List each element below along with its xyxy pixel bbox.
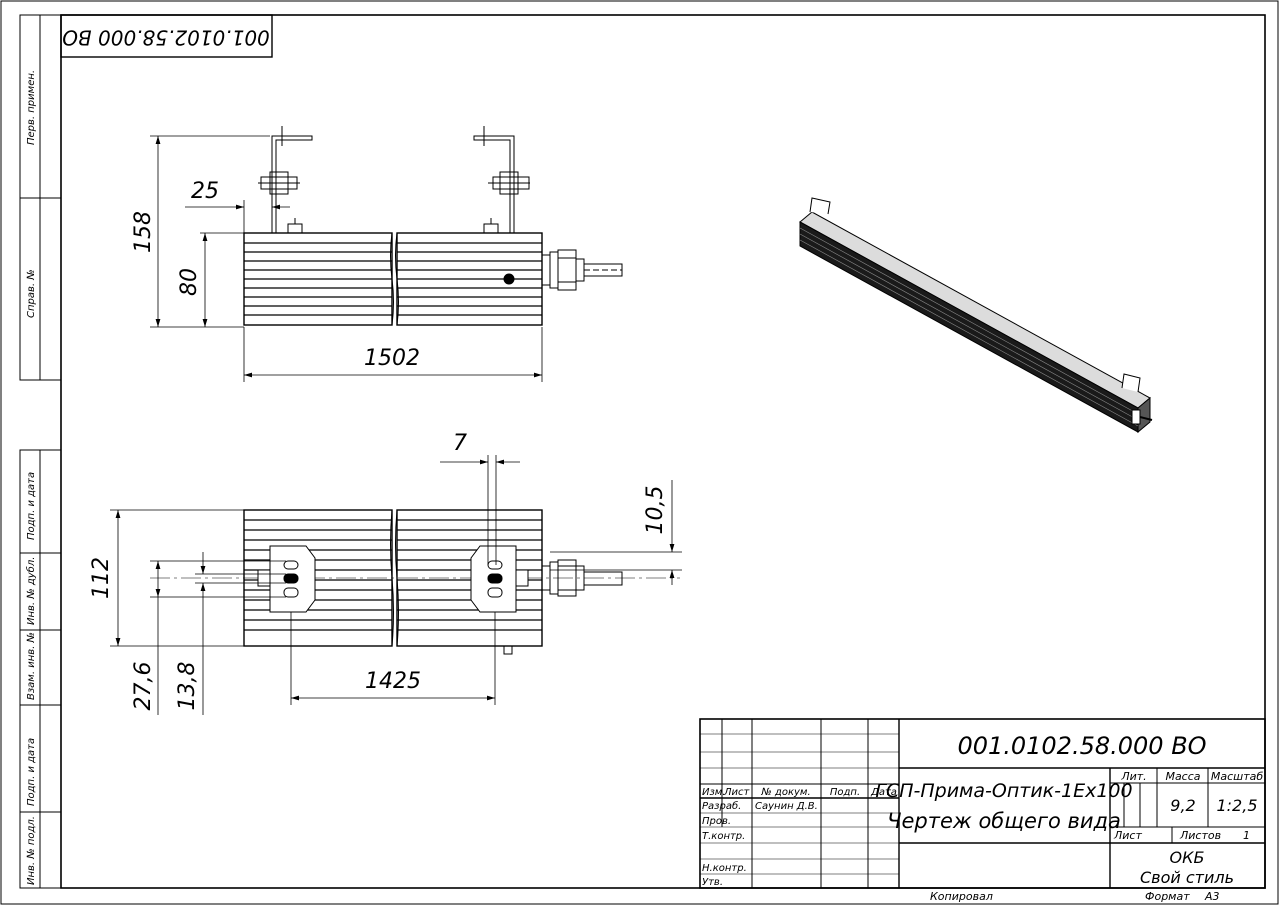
- bottom-view: [150, 509, 680, 655]
- dim-25: 25: [191, 179, 219, 204]
- role-utv: Утв.: [702, 877, 723, 888]
- lit-label: Лит.: [1120, 770, 1146, 783]
- side-strip: [19, 14, 62, 889]
- developer-name: Саунин Д.В.: [755, 801, 818, 812]
- hdr-list: Лист: [723, 787, 751, 798]
- dim-10-5: 10,5: [643, 486, 668, 535]
- title-name-line1: ГСП-Прима-Оптик-1Ex100: [875, 780, 1132, 802]
- inv-no-dubl-label: Инв. № дубл.: [25, 557, 37, 625]
- massa-label: Масса: [1165, 770, 1200, 783]
- title-name-line2: Чертеж общего вида: [887, 809, 1121, 833]
- hdr-n-dokum: № докум.: [760, 787, 810, 798]
- hdr-podp: Подп.: [830, 787, 860, 798]
- format-value: А3: [1204, 890, 1220, 903]
- org-line1: ОКБ: [1170, 848, 1205, 867]
- top-view: [243, 126, 623, 326]
- isometric-view: [799, 197, 1153, 434]
- perv-primen-label: Перв. примен.: [26, 70, 37, 145]
- massa-value: 9,2: [1170, 796, 1195, 815]
- bottom-view-dimensions: [110, 455, 682, 715]
- masshtab-label: Масштаб: [1211, 770, 1263, 783]
- role-prov: Пров.: [702, 816, 731, 827]
- dim-27-6: 27,6: [131, 662, 156, 711]
- dim-7: 7: [453, 431, 467, 456]
- hdr-data: Дата: [870, 787, 897, 798]
- dim-13-8: 13,8: [175, 662, 200, 711]
- dim-80: 80: [177, 268, 202, 296]
- title-designation: 001.0102.58.000 ВО: [957, 732, 1206, 760]
- dim-158: 158: [131, 211, 156, 253]
- podp-data-label-1: Подп. и дата: [26, 472, 37, 540]
- inv-no-podl-label: Инв. № подл.: [26, 816, 37, 885]
- sprav-no-label: Справ. №: [26, 269, 37, 318]
- role-t-kontr: Т.контр.: [702, 831, 745, 842]
- masshtab-value: 1:2,5: [1216, 796, 1257, 815]
- dim-112: 112: [89, 557, 114, 599]
- role-razrab: Разраб.: [702, 800, 741, 812]
- list-label: Лист: [1113, 829, 1142, 842]
- rotated-code-stamp: 001.0102.58.000 ВО: [60, 14, 273, 58]
- vzam-inv-no-label: Взам. инв. №: [26, 632, 37, 700]
- role-n-kontr: Н.контр.: [702, 863, 747, 874]
- dim-1425: 1425: [365, 669, 421, 694]
- title-block: [699, 718, 1266, 889]
- rotated-code-text: 001.0102.58.000 ВО: [62, 26, 270, 50]
- org-line2: Свой стиль: [1140, 868, 1234, 887]
- dim-1502: 1502: [364, 346, 420, 371]
- listov-value: 1: [1243, 829, 1250, 842]
- kopiroval-label: Копировал: [930, 890, 993, 903]
- podp-data-label-2: Подп. и дата: [26, 738, 37, 806]
- top-view-dimensions: [150, 135, 543, 382]
- format-label: Формат: [1145, 890, 1190, 903]
- hdr-izm: Изм.: [702, 787, 726, 798]
- listov-label: Листов: [1179, 829, 1221, 842]
